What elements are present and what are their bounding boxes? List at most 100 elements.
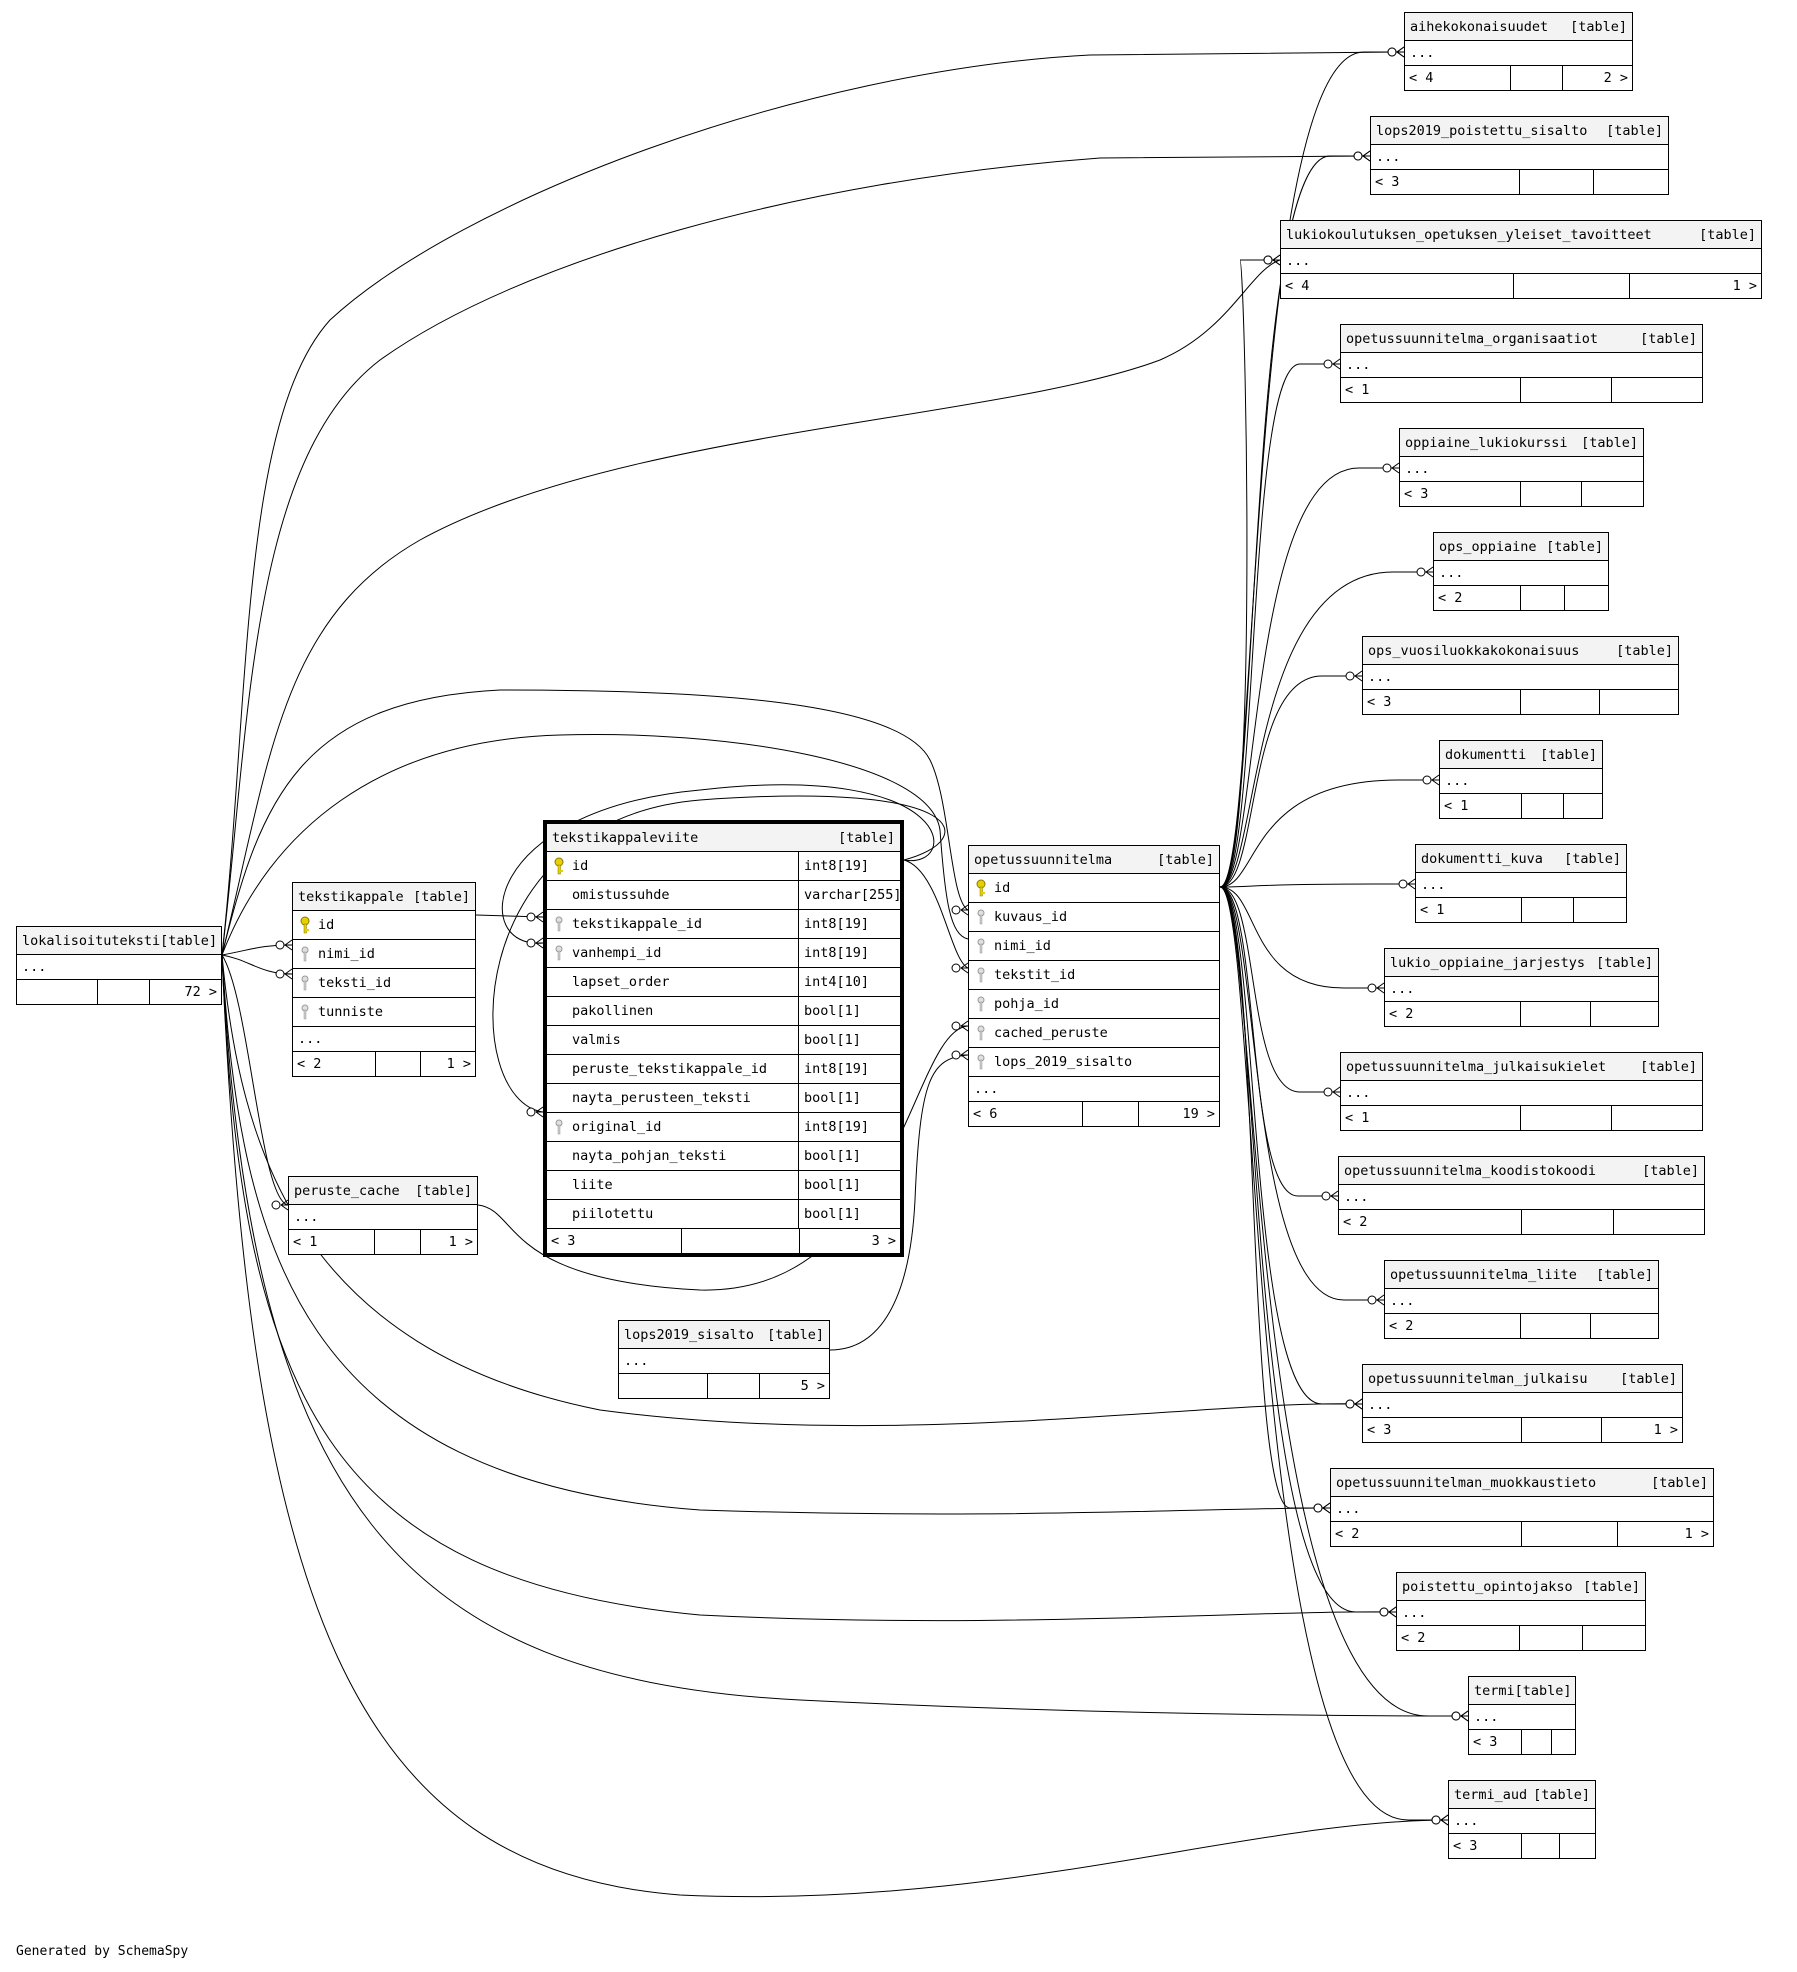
table-lukio-oppiaine-jarjestys[interactable]: lukio_oppiaine_jarjestys[table]...< 2 [1384,948,1659,1027]
crowfoot-marker [1353,150,1371,162]
table-lops2019-sisalto[interactable]: lops2019_sisalto[table] ... 5 > [618,1320,830,1399]
table-name: ops_vuosiluokkakokonaisuus [1368,642,1580,659]
table-tekstikappale[interactable]: tekstikappale[table] id nimi_id teksti_i… [292,882,476,1077]
children-count [1599,690,1678,714]
columns-count [681,1229,799,1253]
column-name: teksti_id [318,975,392,991]
foreign-key-icon [298,1003,312,1021]
column-name: lops_2019_sisalto [994,1054,1133,1070]
table-opetussuunnitelman-muokkaustieto[interactable]: opetussuunnitelman_muokkaustieto[table].… [1330,1468,1714,1547]
table-name: poistettu_opintojakso [1402,1578,1573,1595]
table-tag: [table] [1616,642,1673,659]
column-name: cached_peruste [994,1025,1108,1041]
crowfoot-marker [951,1020,969,1032]
foreign-key-icon [974,908,988,926]
table-termi[interactable]: termi[table]...< 3 [1468,1676,1576,1755]
column-name: pakollinen [572,1003,654,1019]
columns-count [1519,1626,1582,1650]
children-count: 1 > [1617,1522,1713,1546]
generator-credit: Generated by SchemaSpy [16,1944,189,1959]
more-columns: ... [1281,249,1761,274]
column-name: kuvaus_id [994,909,1068,925]
table-name: opetussuunnitelma_organisaatiot [1346,330,1598,347]
crowfoot-marker [526,911,544,923]
table-lukiokoulutuksen-opetuksen-yleiset-tavoitteet[interactable]: lukiokoulutuksen_opetuksen_yleiset_tavoi… [1280,220,1762,299]
children-count [1611,1106,1702,1130]
table-lokalisoituteksti[interactable]: lokalisoituteksti[table] ... 72 > [16,926,222,1005]
crowfoot-marker [951,962,969,974]
more-columns: ... [1434,561,1608,586]
table-tag: [table] [838,829,895,846]
table-ops-oppiaine[interactable]: ops_oppiaine[table]...< 2 [1433,532,1609,611]
children-count: 19 > [1138,1102,1219,1126]
more-columns: ... [293,1027,475,1052]
table-name: opetussuunnitelma_koodistokoodi [1344,1162,1596,1179]
edge-lokalisoituteksti-child [221,954,1397,1622]
table-tag: [table] [1583,1578,1640,1595]
edge-lokalisoituteksti-child [221,259,1281,956]
parents-count: < 1 [1444,798,1469,814]
parents-count: < 4 [1409,70,1434,86]
parents-count: < 1 [1345,1110,1370,1126]
more-columns: ... [1371,145,1668,170]
table-name: opetussuunnitelma_liite [1390,1266,1577,1283]
column-type: bool[1] [798,1142,900,1170]
column-type: int8[19] [798,852,900,880]
columns-count [1520,1106,1611,1130]
table-name: lops2019_sisalto [624,1326,755,1343]
table-ops-vuosiluokkakokonaisuus[interactable]: ops_vuosiluokkakokonaisuus[table]...< 3 [1362,636,1679,715]
column-type: int8[19] [798,1113,900,1141]
children-count [1559,1834,1595,1858]
primary-key-icon [552,857,566,875]
table-opetussuunnitelma-organisaatiot[interactable]: opetussuunnitelma_organisaatiot[table]..… [1340,324,1703,403]
table-poistettu-opintojakso[interactable]: poistettu_opintojakso[table]...< 2 [1396,1572,1646,1651]
crowfoot-marker [951,1049,969,1061]
column-row: tunniste [293,998,475,1027]
table-opetussuunnitelman-julkaisu[interactable]: opetussuunnitelman_julkaisu[table]...< 3… [1362,1364,1683,1443]
table-termi-aud[interactable]: termi_aud[table]...< 3 [1448,1780,1596,1859]
column-name: tekstikappale_id [572,916,703,932]
column-type: int8[19] [798,1055,900,1083]
table-oppiaine-lukiokurssi[interactable]: oppiaine_lukiokurssi[table]...< 3 [1399,428,1644,507]
parents-count [17,980,97,1004]
table-name: aihekokonaisuudet [1410,18,1549,35]
column-name: liite [572,1177,613,1193]
edge-viite-ops-tekstit [903,859,969,969]
column-name: vanhempi_id [572,945,662,961]
column-type: bool[1] [798,1026,900,1054]
columns-count [1520,482,1581,506]
table-name: oppiaine_lukiokurssi [1405,434,1568,451]
table-tag: [table] [1699,226,1756,243]
table-opetussuunnitelma-julkaisukielet[interactable]: opetussuunnitelma_julkaisukielet[table].… [1340,1052,1703,1131]
table-opetussuunnitelma-koodistokoodi[interactable]: opetussuunnitelma_koodistokoodi[table]..… [1338,1156,1705,1235]
table-dokumentti[interactable]: dokumentti[table]...< 1 [1439,740,1603,819]
edge-lops2019-ops [829,1054,969,1351]
table-dokumentti-kuva[interactable]: dokumentti_kuva[table]...< 1 [1415,844,1627,923]
column-row: nimi_id [969,932,1219,961]
columns-count [1521,1522,1617,1546]
children-count [1581,482,1643,506]
columns-count [1520,1314,1590,1338]
children-count [1582,1626,1645,1650]
columns-count [1521,1210,1613,1234]
parents-count: < 2 [1335,1526,1360,1542]
table-opetussuunnitelma-liite[interactable]: opetussuunnitelma_liite[table]...< 2 [1384,1260,1659,1339]
crowfoot-marker [1382,462,1400,474]
children-count [1611,378,1702,402]
table-lops2019-poistettu-sisalto[interactable]: lops2019_poistettu_sisalto[table]...< 3 [1370,116,1669,195]
edge-ops-opetussuunnitelma-julkaisukielet [1219,886,1340,1093]
column-name: nimi_id [318,946,375,962]
parents-count: < 3 [1473,1734,1498,1750]
parents-count: < 2 [1401,1630,1426,1646]
column-row: lops_2019_sisalto [969,1048,1219,1077]
parents-count: < 4 [1285,278,1310,294]
